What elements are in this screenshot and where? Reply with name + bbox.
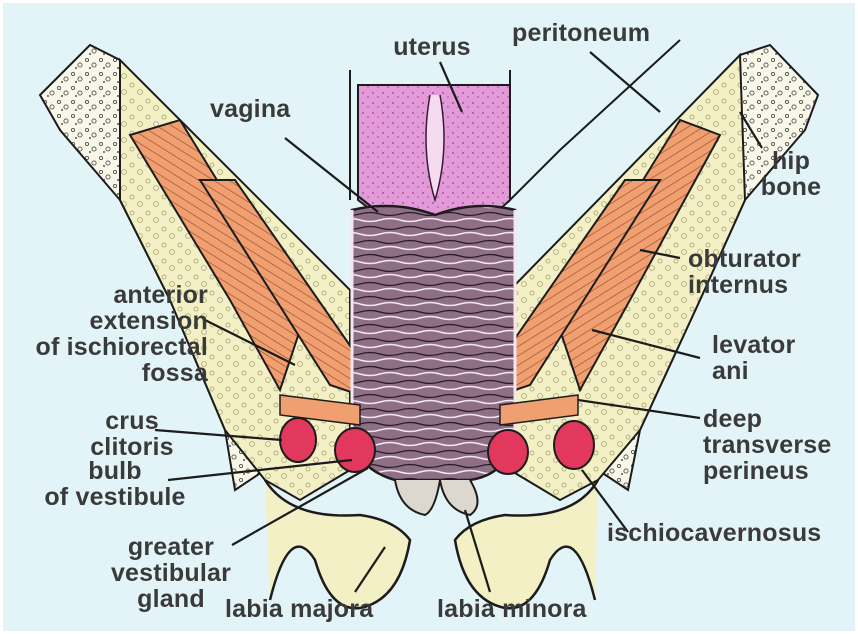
- label-gland: gland: [96, 586, 246, 612]
- bulb-vestibule-left: [335, 428, 375, 472]
- label-deep-transverse-perineus: deep transverse perineus: [703, 406, 831, 484]
- label-uterus: uterus: [372, 34, 492, 60]
- vagina-shape: [352, 206, 515, 480]
- label-peritoneum: peritoneum: [512, 20, 650, 46]
- label-anterior: anterior: [18, 282, 208, 308]
- label-crus-clitoris: crus clitoris: [82, 408, 182, 460]
- label-obturator: obturator: [688, 246, 801, 272]
- label-of-ischiorectal: of ischiorectal: [18, 334, 208, 360]
- label-bulb-of-vestibule: bulb of vestibule: [30, 458, 200, 510]
- label-vestibular: vestibular: [96, 560, 246, 586]
- label-bone: bone: [748, 174, 834, 200]
- label-internus: internus: [688, 272, 801, 298]
- label-labia-majora: labia majora: [225, 596, 373, 622]
- label-ischiocavernosus: ischiocavernosus: [607, 520, 821, 546]
- label-transverse: transverse: [703, 432, 831, 458]
- label-anterior-extension: anterior extension of ischiorectal fossa: [18, 282, 208, 386]
- label-perineus: perineus: [703, 458, 831, 484]
- bulb-vestibule-right: [488, 430, 528, 474]
- label-deep: deep: [703, 406, 831, 432]
- label-greater-vestibular-gland: greater vestibular gland: [96, 534, 246, 612]
- label-levator-ani: levator ani: [712, 332, 795, 384]
- crus-clitoris-left: [280, 418, 316, 462]
- label-of-vestibule: of vestibule: [30, 484, 200, 510]
- label-greater: greater: [96, 534, 246, 560]
- label-vagina: vagina: [210, 96, 290, 122]
- label-extension: extension: [18, 308, 208, 334]
- crus-clitoris-right: [554, 421, 594, 469]
- label-crus: crus: [82, 408, 182, 434]
- label-ani: ani: [712, 358, 795, 384]
- label-bulb: bulb: [30, 458, 200, 484]
- label-hip-bone: hip bone: [748, 148, 834, 200]
- label-hip: hip: [748, 148, 834, 174]
- label-obturator-internus: obturator internus: [688, 246, 801, 298]
- label-levator: levator: [712, 332, 795, 358]
- label-fossa: fossa: [18, 360, 208, 386]
- label-labia-minora: labia minora: [437, 596, 587, 622]
